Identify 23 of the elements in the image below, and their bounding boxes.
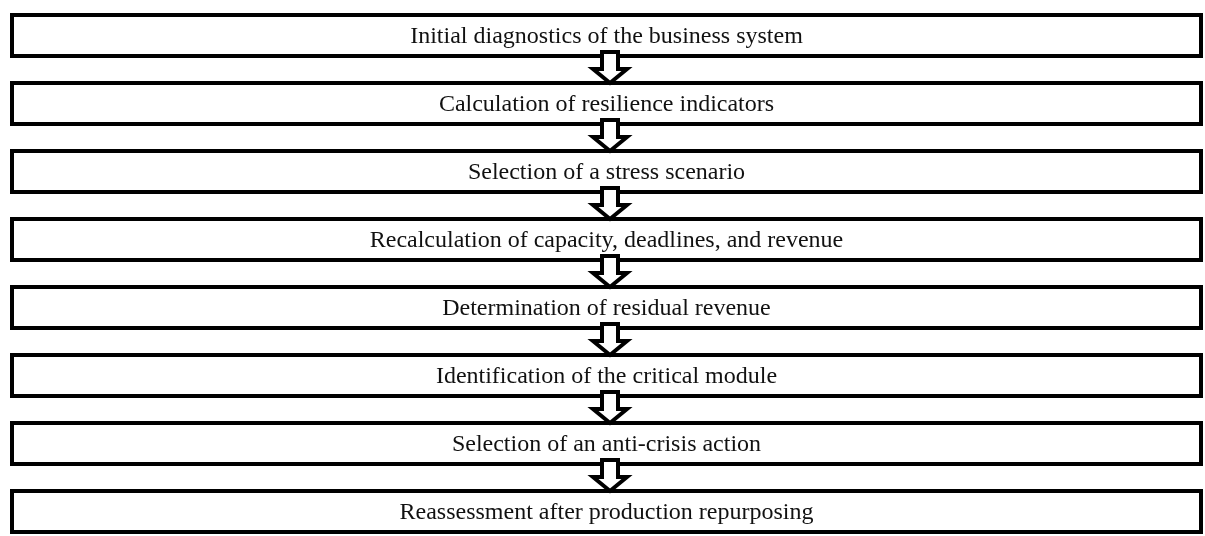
step-label: Reassessment after production repurposing <box>399 498 814 525</box>
block-arrow <box>587 322 633 358</box>
process-box <box>10 285 1203 330</box>
step-label: Selection of an anti-crisis action <box>451 430 762 457</box>
process-box <box>10 81 1203 126</box>
step-label: Calculation of resilience indicators <box>438 90 775 117</box>
step-label: Initial diagnostics of the business system <box>410 22 803 49</box>
process-box <box>10 353 1203 398</box>
step-label: Determination of residual revenue <box>442 294 771 321</box>
process-box <box>10 489 1203 534</box>
step-label: Recalculation of capacity, deadlines, and revenue <box>369 226 844 253</box>
block-arrow <box>587 254 633 290</box>
block-arrow <box>587 50 633 86</box>
process-box <box>10 149 1203 194</box>
block-arrow <box>587 390 633 426</box>
block-arrow <box>587 118 633 154</box>
process-box <box>10 217 1203 262</box>
process-box <box>10 13 1203 58</box>
block-arrow <box>587 186 633 222</box>
step-label: Identification of the critical module <box>435 362 778 389</box>
process-box <box>10 421 1203 466</box>
step-label: Selection of a stress scenario <box>467 158 746 185</box>
block-arrow <box>587 458 633 494</box>
